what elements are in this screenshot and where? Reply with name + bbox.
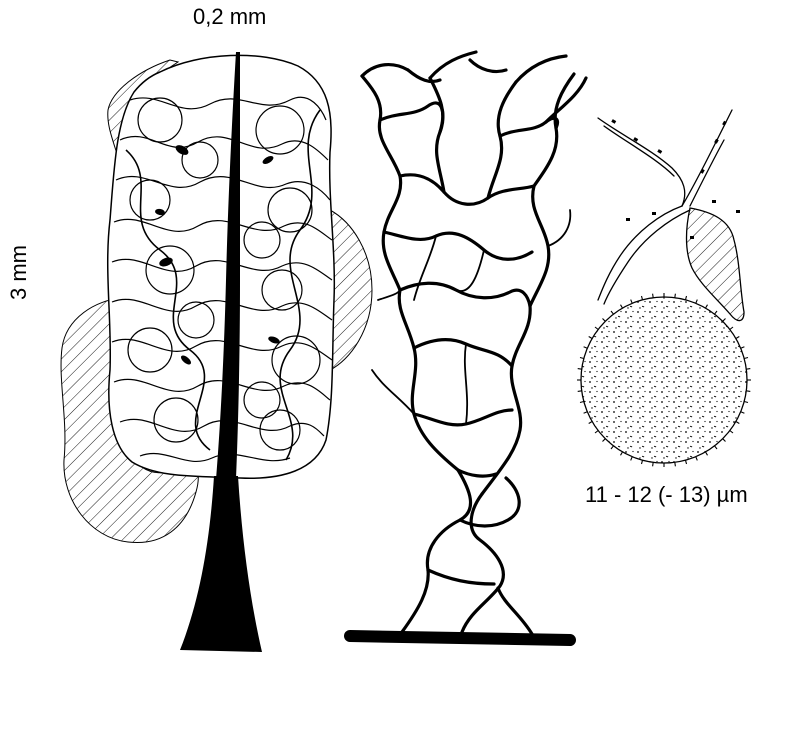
capillitium-thread-detail	[597, 109, 745, 322]
basal-bar	[344, 630, 576, 646]
spore-spine	[640, 295, 644, 300]
spore-spine	[652, 293, 654, 298]
capillitium-network-drawing	[344, 50, 588, 646]
spore-spine	[652, 462, 654, 467]
spore-spine	[695, 299, 698, 304]
spore-spine	[746, 368, 751, 370]
spore-spine	[610, 445, 614, 450]
spore-spine	[594, 326, 599, 330]
capillitium-mass-outline	[106, 54, 336, 479]
spore-spine	[640, 460, 644, 465]
fruiting-body-drawing	[60, 52, 373, 652]
spore-spine	[620, 304, 623, 309]
spore-spine	[684, 460, 688, 465]
spore-spine	[740, 411, 745, 414]
spore-spine	[744, 400, 749, 404]
spore-spine	[684, 295, 688, 300]
capillitium-nodules	[155, 145, 280, 365]
spore-spine	[610, 310, 614, 315]
spore-spine	[746, 390, 751, 392]
spore-spine	[729, 430, 734, 434]
spore-spines	[577, 293, 751, 467]
spore-spine	[602, 318, 606, 322]
spore-spine	[695, 456, 698, 461]
spore-spine	[740, 346, 745, 349]
hatched-substrate-right	[329, 209, 373, 371]
spore-spine	[579, 400, 584, 404]
spore-spine	[729, 326, 734, 330]
thread-warts	[611, 119, 740, 239]
spore-body	[580, 296, 748, 464]
spore-spine	[620, 451, 623, 456]
spore-spine	[735, 421, 740, 424]
spore-spine	[583, 411, 588, 414]
network-fine-branches	[371, 209, 572, 425]
spore-spine	[588, 421, 593, 424]
spore-spine	[630, 299, 633, 304]
spore-spine	[630, 456, 633, 461]
spore-spine	[722, 318, 726, 322]
spore-spine	[674, 462, 676, 467]
spore-spine	[714, 310, 718, 315]
columella	[216, 52, 240, 480]
spore-spine	[722, 438, 726, 442]
spore-size-label: 11 - 12 (- 13) µm	[585, 482, 748, 507]
spore-spine	[579, 356, 584, 360]
spore-spine	[705, 451, 708, 456]
height-scale-label: 3 mm	[6, 245, 31, 300]
spore-drawing	[577, 293, 751, 467]
spore-spine	[577, 368, 582, 370]
network-branches	[360, 50, 588, 636]
spore-spine	[577, 390, 582, 392]
spore-spine	[744, 356, 749, 360]
width-scale-label: 0,2 mm	[193, 4, 267, 29]
stalk	[180, 476, 262, 652]
spore-spine	[588, 336, 593, 339]
spore-spine	[602, 438, 606, 442]
spore-spine	[714, 445, 718, 450]
spore-spine	[583, 346, 588, 349]
spore-spine	[735, 336, 740, 339]
spore-spine	[594, 430, 599, 434]
spore-spine	[705, 304, 708, 309]
spore-spine	[674, 293, 676, 298]
hatched-thread-expansion	[685, 207, 745, 322]
